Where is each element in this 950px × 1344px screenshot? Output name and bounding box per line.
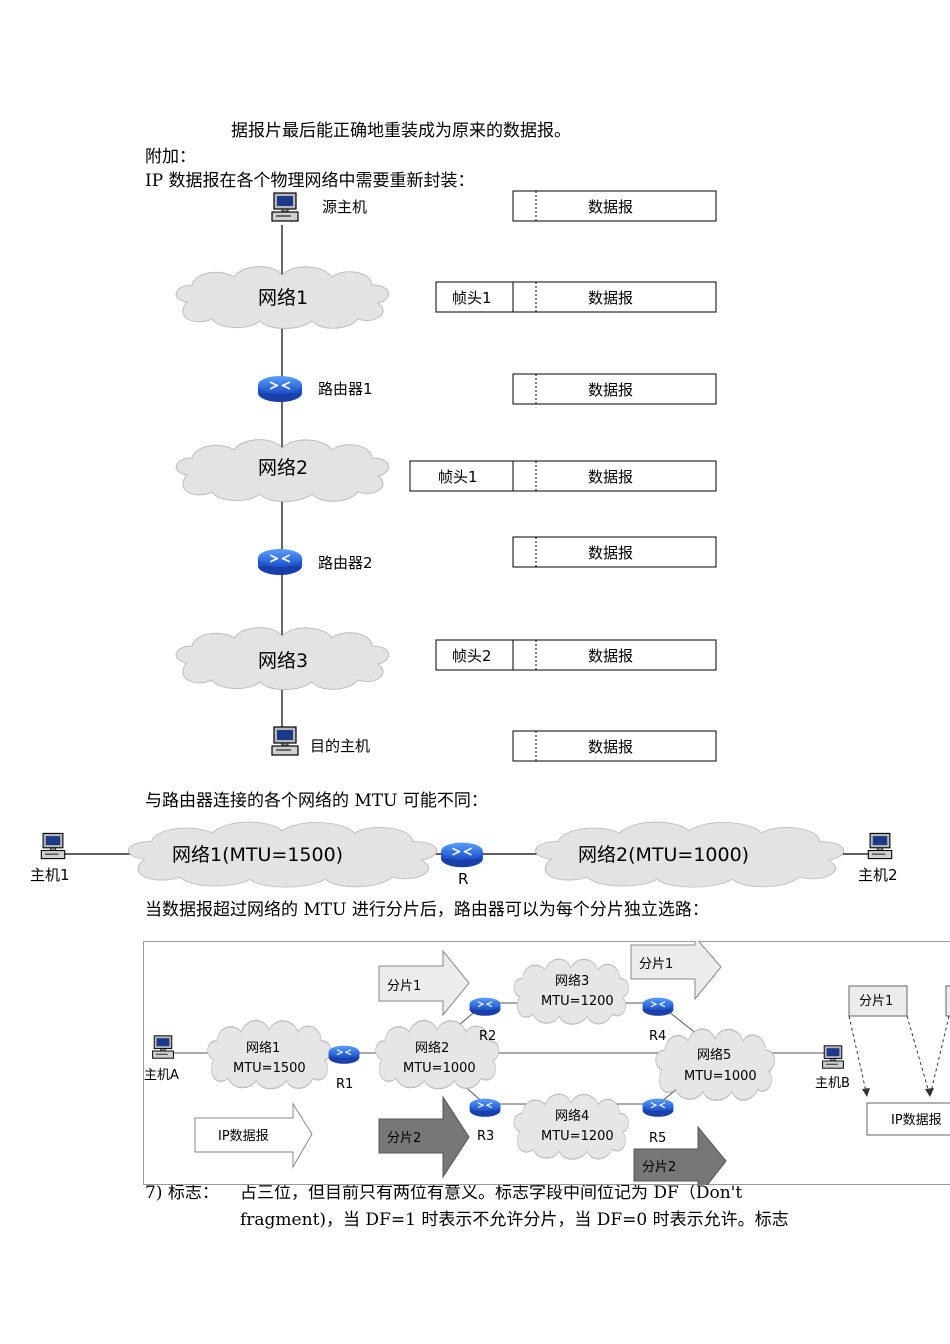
datagram-label: 数据报 (588, 198, 633, 216)
fragment1-box: 分片1 (848, 985, 908, 1017)
body-text-line: 当数据报超过网络的 MTU 进行分片后，路由器可以为每个分片独立选路： (145, 900, 709, 920)
hostA-icon (152, 1035, 174, 1059)
encapsulation-diagram: 源主机 网络1 路由器1 网络2 路由器2 网络3 目的主机 数据报 帧头1 数… (175, 190, 717, 762)
mtu-diagram: 主机1 网络1(MTU=1500) R 网络2(MTU=1000) 主机2 (30, 821, 898, 888)
datagram-label: 数据报 (588, 544, 633, 562)
net5-name: 网络5 (697, 1047, 731, 1063)
network3-label: 网络3 (258, 650, 308, 672)
datagram-label: 数据报 (588, 381, 633, 399)
body-text-line: fragment)，当 DF=1 时表示不允许分片，当 DF=0 时表示允许。标… (240, 1210, 789, 1230)
fragment1-arrow: 分片1 (630, 941, 722, 1001)
body-text-line: 7) 标志： (145, 1183, 219, 1203)
datagram-box: 数据报 (512, 190, 717, 222)
arrowhead-icon (862, 1088, 870, 1097)
router2-icon (257, 548, 303, 576)
ip-datagram-label: IP数据报 (891, 1113, 942, 1128)
host1-icon (40, 832, 66, 860)
body-text-line: 占三位，但目前只有两位有意义。标志字段中间位记为 DF（Don't (240, 1183, 743, 1203)
dest-host-icon (271, 726, 299, 756)
fragment1-arrow: 分片1 (378, 949, 470, 1017)
datagram-box: 数据报 (512, 373, 717, 405)
body-text-line: IP 数据报在各个物理网络中需要重新封装： (145, 171, 475, 191)
frame-header-label: 帧头2 (452, 647, 492, 665)
net4-name: 网络4 (555, 1108, 589, 1124)
r1-label: R1 (336, 1077, 353, 1092)
frame-header-label: 帧头1 (438, 468, 478, 486)
net2-name: 网络2 (415, 1040, 449, 1056)
network3-cloud (513, 958, 630, 1025)
r1-icon (328, 1045, 360, 1065)
host1-label: 主机1 (30, 866, 70, 884)
host2-label: 主机2 (858, 866, 898, 884)
source-host-icon (271, 192, 299, 222)
body-text-line: 附加： (145, 147, 196, 167)
net1-name: 网络1 (246, 1040, 280, 1056)
fragment2-label: 分片2 (387, 1131, 421, 1146)
network2-mtu-label: 网络2(MTU=1000) (578, 844, 749, 866)
network4-cloud (513, 1093, 630, 1160)
frame-box: 帧头2 数据报 (435, 639, 717, 671)
reassembled-datagram-box: IP数据报 (866, 1102, 950, 1136)
fragment1-label: 分片1 (387, 979, 421, 994)
fragment1-label: 分片1 (639, 957, 673, 972)
fragment-routing-diagram: 主机A 网络1 MTU=1500 R1 网络2 MTU=1000 R2 网络3 … (143, 941, 950, 1185)
network1-mtu-label: 网络1(MTU=1500) (172, 844, 343, 866)
fragment1-label: 分片1 (859, 994, 893, 1009)
host2-icon (867, 832, 893, 860)
net5-mtu: MTU=1000 (684, 1069, 757, 1084)
fragment2-box-cut (945, 985, 950, 1017)
hostB-label: 主机B (815, 1076, 850, 1091)
fragment2-arrow: 分片2 (378, 1095, 470, 1179)
router1-icon (257, 375, 303, 403)
r5-icon (642, 1098, 674, 1118)
r3-label: R3 (477, 1129, 494, 1144)
dashed-arrow (929, 1015, 950, 1097)
dashed-arrow (906, 1015, 931, 1097)
arrowhead-icon (925, 1088, 934, 1097)
body-text-line: 据报片最后能正确地重装成为原来的数据报。 (231, 121, 571, 141)
router2-label: 路由器2 (318, 554, 373, 572)
frame-header-label: 帧头1 (452, 289, 492, 307)
datagram-label: 数据报 (588, 738, 633, 756)
datagram-box: 数据报 (512, 730, 717, 762)
network2-label: 网络2 (258, 457, 308, 479)
network1-label: 网络1 (258, 287, 308, 309)
frame-box: 帧头1 数据报 (409, 460, 717, 492)
net3-mtu: MTU=1200 (541, 994, 614, 1009)
ip-datagram-arrow: IP数据报 (194, 1102, 313, 1169)
r3-icon (469, 1098, 501, 1118)
r4-icon (642, 997, 674, 1017)
router-label: R (458, 870, 468, 888)
dashed-arrow (848, 1015, 868, 1097)
source-host-label: 源主机 (322, 198, 367, 216)
r2-label: R2 (479, 1029, 496, 1044)
net2-mtu: MTU=1000 (403, 1061, 476, 1076)
net3-name: 网络3 (555, 973, 589, 989)
datagram-box: 数据报 (512, 536, 717, 568)
router1-label: 路由器1 (318, 380, 373, 398)
net4-mtu: MTU=1200 (541, 1129, 614, 1144)
fragment2-label: 分片2 (642, 1160, 676, 1175)
hostB-icon (822, 1045, 844, 1069)
net1-mtu: MTU=1500 (233, 1061, 306, 1076)
r2-icon (469, 997, 501, 1017)
router-icon (440, 841, 484, 869)
r5-label: R5 (649, 1131, 666, 1146)
network5-cloud (655, 1028, 776, 1101)
body-text-line: 与路由器连接的各个网络的 MTU 可能不同： (145, 791, 488, 811)
r4-label: R4 (649, 1029, 666, 1044)
frame-box: 帧头1 数据报 (435, 281, 717, 313)
datagram-label: 数据报 (588, 647, 633, 665)
dest-host-label: 目的主机 (310, 737, 370, 755)
ip-datagram-label: IP数据报 (218, 1129, 269, 1144)
fragment2-arrow: 分片2 (633, 1125, 727, 1185)
datagram-label: 数据报 (588, 289, 633, 307)
hostA-label: 主机A (144, 1068, 179, 1083)
datagram-label: 数据报 (588, 468, 633, 486)
